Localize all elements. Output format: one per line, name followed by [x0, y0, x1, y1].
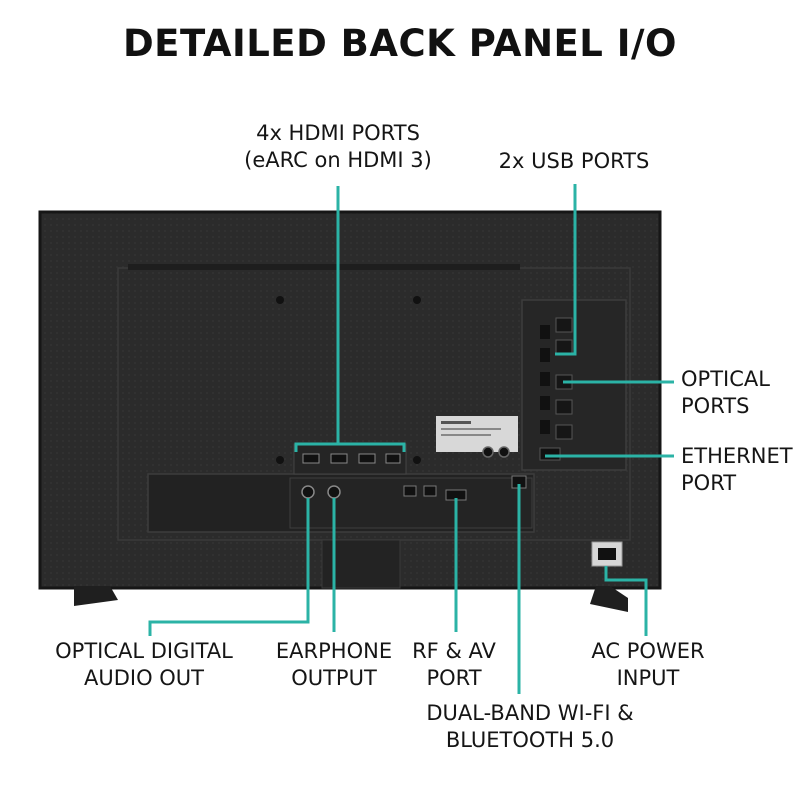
hdmi-port	[358, 453, 376, 464]
label-wifi: DUAL-BAND WI-FI & BLUETOOTH 5.0	[392, 700, 668, 754]
callout-line-ac-power	[604, 566, 648, 636]
tv-top-vent	[128, 264, 520, 270]
info-sticker-line	[441, 434, 491, 436]
side-port	[540, 396, 550, 410]
label-hdmi-line-1: 4x HDMI PORTS	[256, 121, 420, 145]
callout-line-usb	[555, 184, 577, 356]
side-port	[539, 447, 561, 461]
side-port	[540, 348, 550, 362]
side-port	[555, 399, 573, 415]
info-sticker-line	[441, 421, 471, 424]
label-ac-power-line-1: AC POWER	[591, 639, 705, 663]
stand-foot-left	[74, 586, 118, 606]
label-wifi-line-1: DUAL-BAND WI-FI &	[426, 701, 634, 725]
label-ethernet-line-1: ETHERNET	[681, 444, 793, 468]
label-rf-av: RF & AV PORT	[394, 638, 514, 692]
label-ac-power-line-2: INPUT	[616, 666, 680, 690]
label-usb: 2x USB PORTS	[468, 148, 680, 175]
label-earphone-line-2: OUTPUT	[291, 666, 377, 690]
hdmi-port	[302, 453, 320, 464]
side-port	[555, 317, 573, 333]
label-ethernet: ETHERNET PORT	[681, 443, 799, 497]
stand-foot-right	[590, 586, 628, 612]
label-optical-digital-line-2: AUDIO OUT	[83, 666, 205, 690]
label-earphone-line-1: EARPHONE	[275, 639, 393, 663]
side-port	[540, 420, 550, 434]
side-port	[540, 372, 550, 386]
label-hdmi: 4x HDMI PORTS (eARC on HDMI 3)	[218, 120, 458, 174]
hdmi-port	[385, 453, 401, 464]
label-optical-ports-line-1: OPTICAL	[681, 367, 770, 391]
label-ethernet-line-2: PORT	[681, 471, 737, 495]
label-wifi-line-2: BLUETOOTH 5.0	[445, 728, 615, 752]
optical-out-jack	[301, 485, 315, 499]
label-optical-ports-line-2: PORTS	[681, 394, 750, 418]
side-port	[555, 424, 573, 440]
av-port	[423, 485, 437, 497]
callout-line-optical-digital	[148, 498, 310, 636]
round-jack	[498, 446, 510, 458]
diagram-title: DETAILED BACK PANEL I/O	[122, 22, 678, 65]
label-optical-digital: OPTICAL DIGITAL AUDIO OUT	[34, 638, 254, 692]
label-rf-av-line-2: PORT	[426, 666, 482, 690]
label-optical-digital-line-1: OPTICAL DIGITAL	[55, 639, 233, 663]
mount-hole	[276, 296, 284, 304]
mount-hole	[413, 296, 421, 304]
rf-port	[403, 485, 417, 497]
label-rf-av-line-1: RF & AV	[412, 639, 496, 663]
earphone-jack	[327, 485, 341, 499]
mount-hole	[413, 456, 421, 464]
side-port	[540, 325, 550, 339]
ac-power-socket-inner	[598, 548, 616, 560]
info-sticker-line	[441, 428, 501, 430]
mount-hole	[276, 456, 284, 464]
label-ac-power: AC POWER INPUT	[566, 638, 730, 692]
label-usb-line-1: 2x USB PORTS	[498, 149, 650, 173]
hdmi-port	[330, 453, 348, 464]
label-optical-ports: OPTICAL PORTS	[681, 366, 799, 420]
callout-bracket-hdmi	[294, 442, 406, 452]
callout-lines	[148, 184, 674, 694]
label-earphone: EARPHONE OUTPUT	[254, 638, 414, 692]
side-port	[555, 339, 573, 355]
round-jack	[482, 446, 494, 458]
label-hdmi-line-2: (eARC on HDMI 3)	[244, 148, 432, 172]
